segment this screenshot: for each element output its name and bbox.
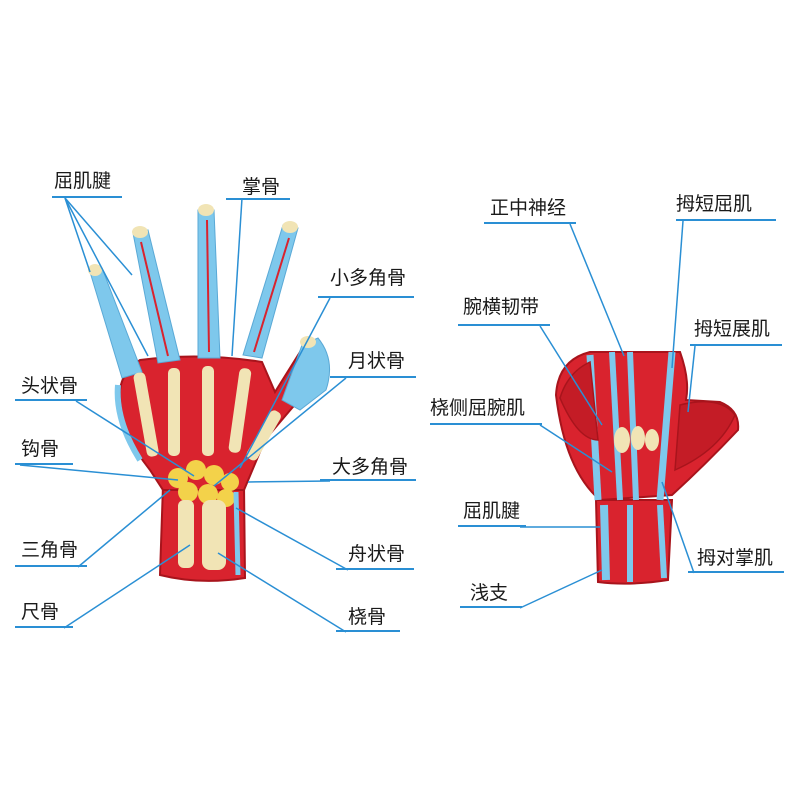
label-ulna: 尺骨 bbox=[21, 601, 60, 623]
right-forearm-tendon-3 bbox=[657, 504, 667, 579]
leader-trapezium bbox=[247, 480, 331, 483]
right-hand-model bbox=[554, 351, 740, 585]
underline-metacarpal bbox=[226, 198, 290, 200]
underline-triquetrum bbox=[15, 565, 87, 567]
right-tendon-2 bbox=[609, 351, 623, 501]
left-finger-vessel-1 bbox=[206, 219, 210, 353]
underline-trapezium bbox=[320, 479, 416, 481]
right-thenar-muscle bbox=[674, 400, 736, 472]
label-flexor-tendon-right: 屈肌腱 bbox=[463, 500, 521, 522]
underline-opponens-pollicis bbox=[688, 571, 784, 573]
leader-capitate bbox=[75, 400, 195, 477]
leader-triquetrum bbox=[77, 489, 171, 568]
right-leader-lines bbox=[519, 220, 696, 609]
label-median-nerve: 正中神经 bbox=[490, 197, 567, 219]
right-hypothenar-muscle bbox=[559, 360, 599, 441]
leader-radius bbox=[217, 552, 347, 633]
label-metacarpal: 掌骨 bbox=[242, 176, 281, 198]
left-metacarpal-4 bbox=[228, 368, 252, 453]
left-radius-bone bbox=[202, 500, 226, 570]
leader-flexor-carpi-radialis bbox=[539, 424, 613, 473]
left-metacarpal-1 bbox=[133, 372, 159, 457]
label-hamate: 钩骨 bbox=[21, 438, 60, 460]
left-finger-vessel-2 bbox=[140, 241, 169, 357]
label-transverse-carpal-ligament: 腕横韧带 bbox=[463, 296, 540, 318]
leader-flexor-pollicis-brevis bbox=[671, 220, 684, 369]
left-fingertip-ring bbox=[132, 226, 148, 238]
leader-flexor-tendon-2 bbox=[64, 197, 133, 276]
leader-scaphoid bbox=[235, 507, 349, 571]
left-finger-ring bbox=[132, 229, 181, 364]
underline-flexor-tendon-right bbox=[458, 525, 526, 527]
label-trapezium: 大多角骨 bbox=[332, 456, 409, 478]
underline-abductor-pollicis-brevis bbox=[690, 344, 782, 346]
label-lunate: 月状骨 bbox=[348, 350, 406, 372]
underline-superficial-branch bbox=[460, 606, 522, 608]
underline-lunate bbox=[330, 376, 416, 378]
left-ulna-bone bbox=[178, 500, 194, 568]
left-metacarpal-2 bbox=[168, 368, 180, 456]
label-superficial-branch: 浅支 bbox=[470, 582, 509, 604]
right-forearm-tendon-1 bbox=[600, 504, 610, 581]
left-fingertip-middle bbox=[198, 204, 214, 216]
underline-capitate bbox=[15, 399, 87, 401]
underline-trapezoid bbox=[318, 296, 414, 298]
leader-trapezoid bbox=[239, 297, 331, 469]
leader-ulna bbox=[63, 544, 191, 629]
left-palm-edge bbox=[114, 384, 143, 462]
label-opponens-pollicis: 拇对掌肌 bbox=[697, 547, 774, 569]
underline-scaphoid bbox=[336, 568, 414, 570]
left-finger-index bbox=[242, 224, 299, 359]
left-hand-model bbox=[88, 204, 331, 582]
underline-ulna bbox=[15, 626, 73, 628]
left-finger-vessel-3 bbox=[253, 237, 290, 353]
leader-hamate bbox=[19, 464, 179, 481]
left-fingertip-little bbox=[88, 264, 102, 276]
leader-metacarpal bbox=[231, 197, 243, 357]
left-finger-little bbox=[89, 267, 143, 379]
leader-abductor-pollicis-brevis bbox=[687, 345, 696, 413]
left-fingertip-index bbox=[282, 221, 298, 233]
leader-flexor-tendon-1 bbox=[64, 197, 91, 273]
leader-flexor-tendon-3 bbox=[64, 197, 149, 357]
underline-median-nerve bbox=[484, 222, 576, 224]
label-capitate: 头状骨 bbox=[21, 375, 79, 397]
label-flexor-carpi-radialis: 桡侧屈腕肌 bbox=[430, 397, 526, 419]
leader-lunate bbox=[213, 377, 347, 487]
left-metacarpal-thumb bbox=[246, 410, 281, 461]
leader-transverse-carpal-ligament bbox=[539, 325, 603, 426]
label-radius: 桡骨 bbox=[348, 606, 387, 628]
right-carpal-tunnel bbox=[614, 426, 659, 453]
right-forearm bbox=[594, 499, 674, 585]
left-thumb bbox=[281, 337, 331, 411]
label-scaphoid: 舟状骨 bbox=[348, 543, 406, 565]
left-fingertip-thumb bbox=[300, 336, 316, 348]
right-palm bbox=[554, 351, 740, 502]
underline-hamate bbox=[15, 463, 73, 465]
underline-flexor-carpi-radialis bbox=[430, 423, 542, 425]
left-metacarpal-3 bbox=[202, 366, 214, 456]
underline-flexor-pollicis-brevis bbox=[676, 219, 776, 221]
underline-transverse-carpal-ligament bbox=[458, 324, 550, 326]
underline-radius bbox=[336, 630, 400, 632]
underline-flexor-tendon-left bbox=[52, 196, 122, 198]
leader-opponens-pollicis bbox=[661, 481, 695, 574]
left-leader-lines bbox=[19, 197, 349, 633]
leader-superficial-branch bbox=[519, 569, 603, 609]
right-tendon-4 bbox=[656, 351, 676, 501]
right-tendon-3 bbox=[627, 351, 639, 501]
label-abductor-pollicis-brevis: 拇短展肌 bbox=[694, 318, 771, 340]
label-trapezoid: 小多角骨 bbox=[330, 267, 407, 289]
left-forearm-tendon bbox=[233, 491, 241, 576]
label-triquetrum: 三角骨 bbox=[21, 539, 79, 561]
label-flexor-tendon-left: 屈肌腱 bbox=[54, 170, 112, 192]
leader-median-nerve bbox=[569, 223, 625, 357]
label-flexor-pollicis-brevis: 拇短屈肌 bbox=[676, 193, 753, 215]
